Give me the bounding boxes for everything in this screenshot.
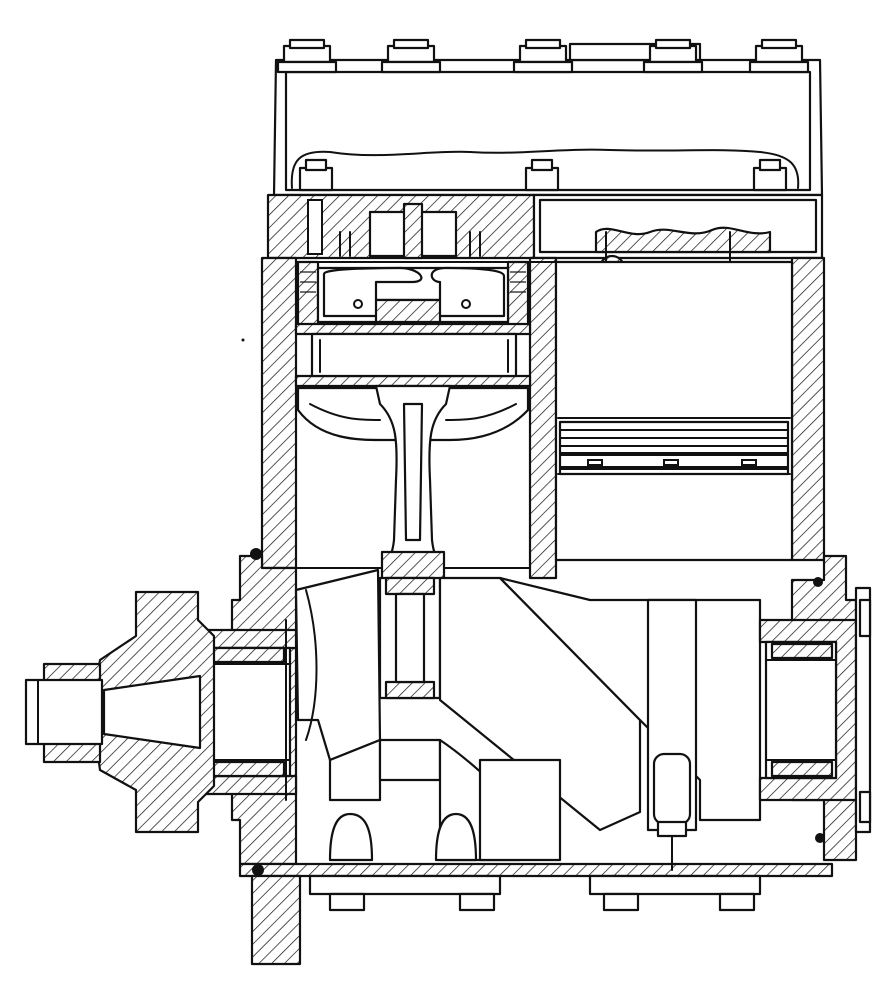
piston-right xyxy=(554,260,794,562)
bolt-head xyxy=(380,38,442,74)
drive-hub xyxy=(24,590,216,834)
bolt-head xyxy=(748,38,810,74)
bolt-head xyxy=(642,38,704,74)
bolt-head xyxy=(512,38,574,74)
head-bolts xyxy=(276,38,810,74)
rear-bearing xyxy=(758,586,872,834)
cylinder-block xyxy=(260,256,826,580)
bolt-head xyxy=(276,38,338,74)
valve-plate xyxy=(266,193,824,282)
connecting-rod xyxy=(374,384,452,584)
cylinder-head xyxy=(272,42,824,197)
valve-plate-bolts xyxy=(298,158,788,192)
stray-mark xyxy=(241,338,245,342)
crankshaft xyxy=(294,568,762,871)
